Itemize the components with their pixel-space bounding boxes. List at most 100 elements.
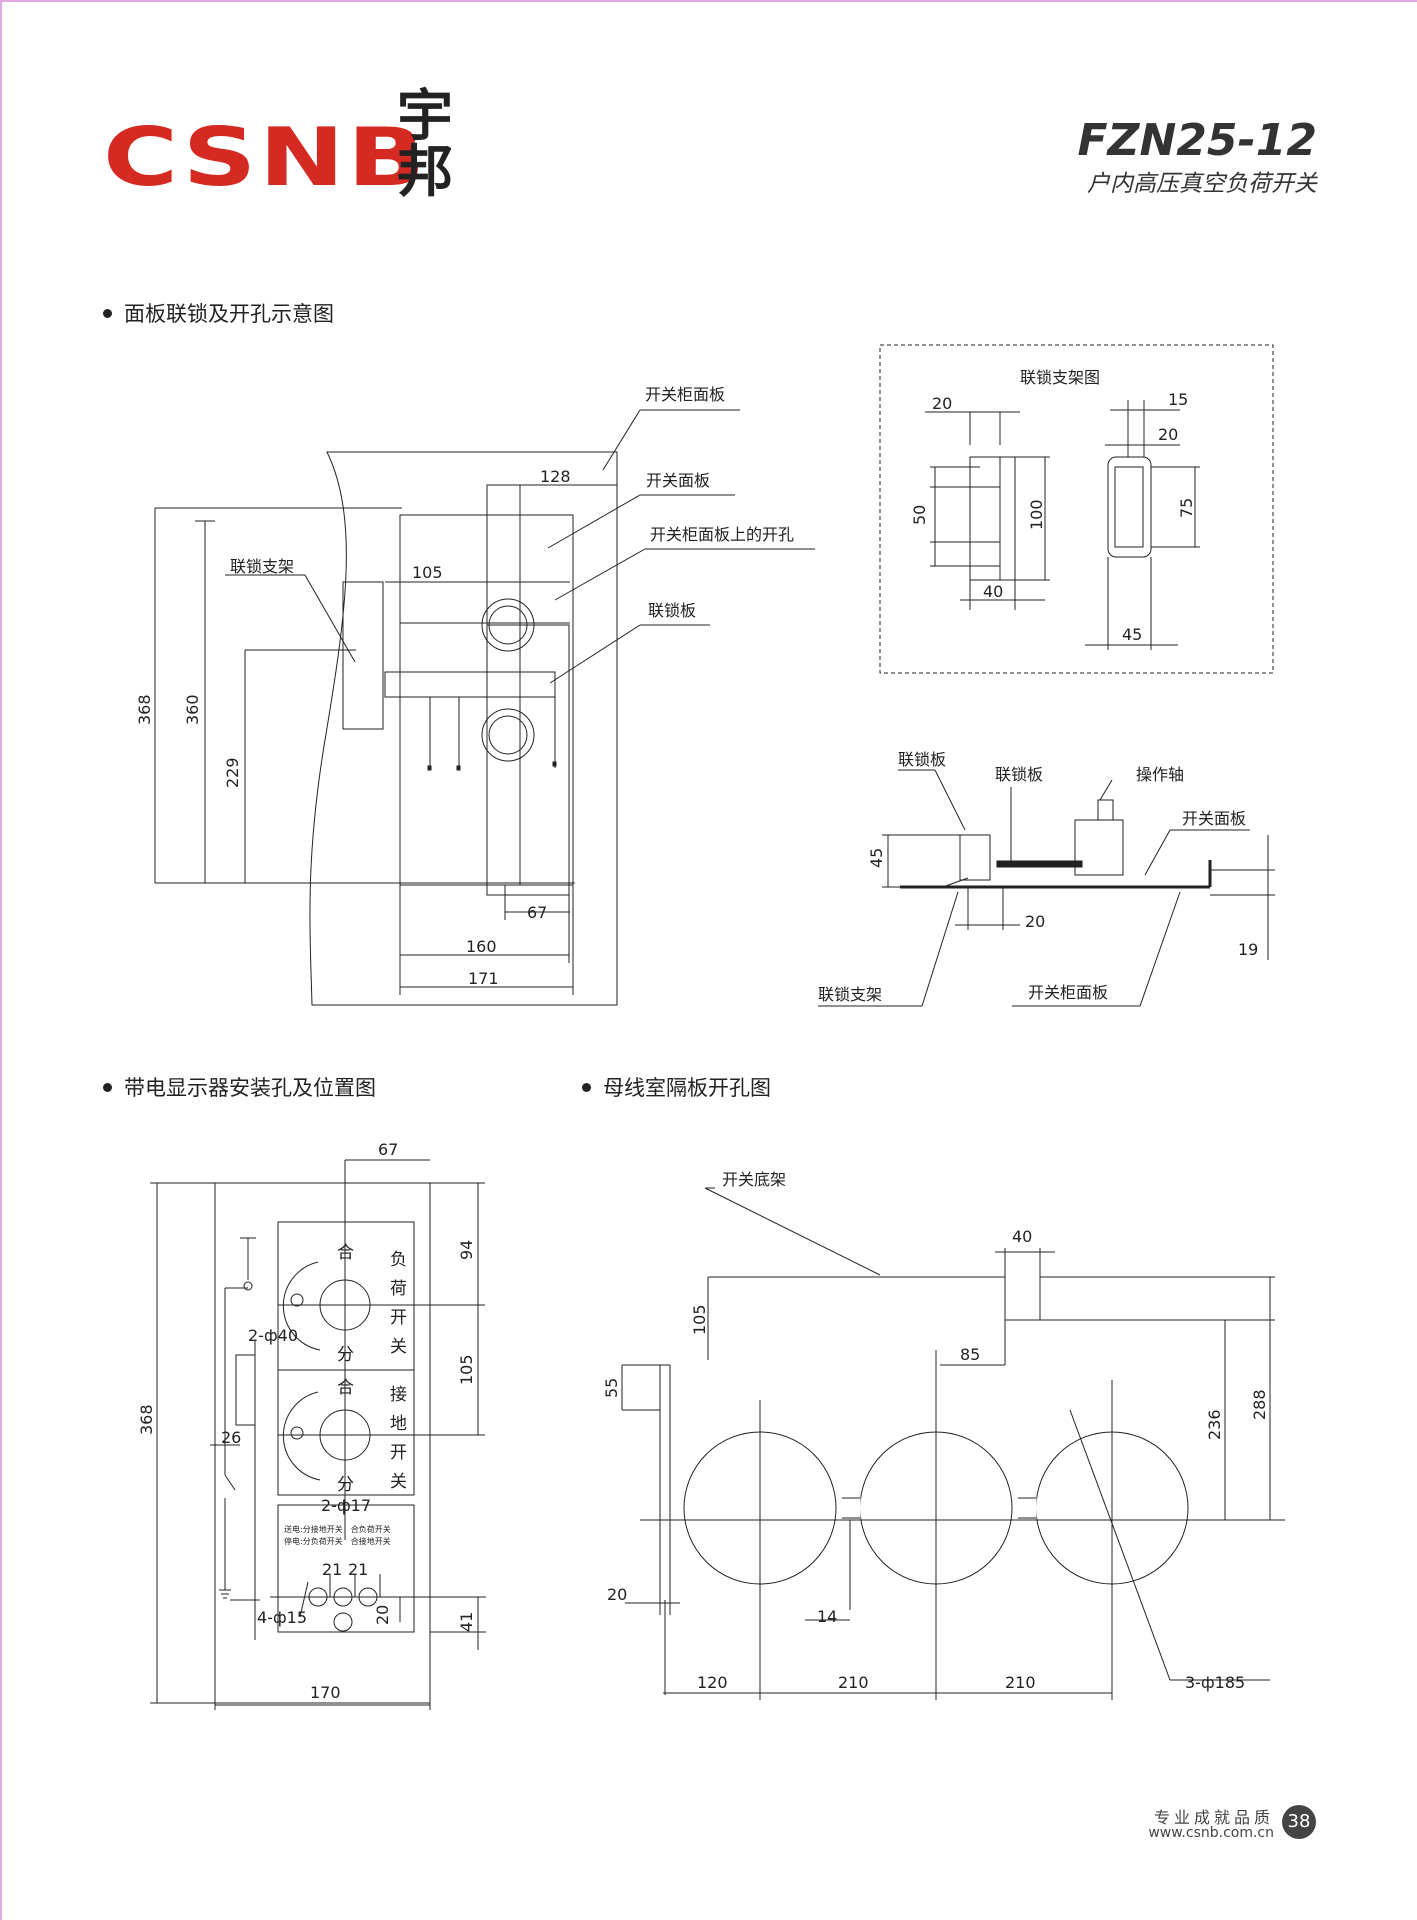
label-close-1: 合	[337, 1243, 354, 1263]
dim-ind-368: 368	[137, 1404, 156, 1435]
bullet-icon	[103, 308, 112, 318]
label-load-2: 荷	[390, 1279, 407, 1299]
footer-slogan: 专业成就品质	[1153, 1808, 1274, 1827]
section-title: 面板联锁及开孔示意图	[124, 302, 334, 326]
panel-interlock-drawing	[154, 409, 815, 1006]
dim-bus-210a: 210	[838, 1673, 869, 1692]
dim-bus-85: 85	[960, 1345, 980, 1364]
dim-20a: 20	[932, 394, 952, 413]
dim-229: 229	[223, 757, 242, 788]
bracket-detail-drawing	[879, 344, 1274, 674]
dim-171: 171	[468, 969, 499, 988]
dim-ind-21b: 21	[348, 1560, 368, 1579]
dim-bus-120: 120	[697, 1673, 728, 1692]
label-cabinet-hole: 开关柜面板上的开孔	[650, 525, 794, 544]
dim-100: 100	[1027, 499, 1046, 530]
dim-40: 40	[983, 582, 1003, 601]
dim-ind-41: 41	[457, 1612, 476, 1632]
dim-hole-185: 3-ф185	[1185, 1673, 1245, 1692]
dim-hole-17: 2-ф17	[321, 1496, 371, 1515]
dim-105: 105	[412, 563, 443, 582]
dim-bus-40: 40	[1012, 1227, 1032, 1246]
section-panel-interlock: 面板联锁及开孔示意图	[103, 298, 334, 328]
busbar-drawing	[621, 1187, 1285, 1700]
dim-ind-20: 20	[373, 1605, 392, 1625]
dim-75: 75	[1177, 498, 1196, 518]
label-side-switch-panel: 开关面板	[1182, 809, 1246, 828]
dim-360: 360	[183, 694, 202, 725]
detail-frame	[879, 344, 1274, 674]
dim-ind-94: 94	[457, 1240, 476, 1260]
side-view-drawing	[818, 769, 1275, 1007]
label-earth-4: 关	[390, 1472, 407, 1492]
dim-bus-14: 14	[817, 1607, 837, 1626]
dim-ind-21a: 21	[322, 1560, 342, 1579]
label-open-1: 分	[337, 1345, 354, 1365]
cabinet-panel-outline	[309, 451, 618, 1006]
section-title: 母线室隔板开孔图	[603, 1076, 771, 1100]
dim-bus-20: 20	[607, 1585, 627, 1604]
bullet-icon	[103, 1082, 112, 1092]
dim-ind-170: 170	[310, 1683, 341, 1702]
label-cabinet-panel: 开关柜面板	[645, 385, 725, 404]
brand-logo: CSNB	[103, 111, 428, 204]
label-load-4: 关	[390, 1337, 407, 1357]
brand-logo-chinese: 宇邦	[397, 83, 453, 205]
dim-15: 15	[1168, 390, 1188, 409]
interlock-plate-rect	[384, 671, 556, 698]
label-switch-base: 开关底架	[722, 1170, 786, 1189]
page-edge-top	[0, 0, 1417, 2]
dim-45: 45	[1122, 625, 1142, 644]
label-earth-2: 地	[390, 1414, 407, 1434]
label-load-3: 开	[390, 1308, 407, 1328]
bracket-detail-title: 联锁支架图	[1020, 368, 1100, 387]
dim-368: 368	[135, 694, 154, 725]
note-power-on: 送电:分接地开关 合负荷开关	[284, 1524, 391, 1534]
footer-url: www.csnb.com.cn	[1148, 1825, 1274, 1841]
dim-50: 50	[910, 505, 929, 525]
label-side-cabinet-panel: 开关柜面板	[1028, 983, 1108, 1002]
dim-ind-26: 26	[221, 1428, 241, 1447]
note-power-off: 停电:分负荷开关 合接地开关	[284, 1536, 391, 1546]
dim-67: 67	[527, 903, 547, 922]
label-close-2: 合	[337, 1378, 354, 1398]
dim-160: 160	[466, 937, 497, 956]
indicator-drawing	[150, 1159, 486, 1710]
dim-side-19: 19	[1238, 940, 1258, 959]
dim-bus-55: 55	[602, 1378, 621, 1398]
dim-ind-105: 105	[457, 1354, 476, 1385]
label-open-2: 分	[337, 1475, 354, 1495]
label-interlock-plate: 联锁板	[648, 601, 696, 620]
dim-side-20: 20	[1025, 912, 1045, 931]
dim-hole-15: 4-ф15	[257, 1608, 307, 1627]
dim-20b: 20	[1158, 425, 1178, 444]
page-edge-left	[0, 0, 2, 1920]
label-load-1: 负	[390, 1250, 407, 1270]
label-switch-panel: 开关面板	[646, 471, 710, 490]
bracket-rect	[342, 581, 384, 730]
label-earth-1: 接	[390, 1385, 407, 1405]
dim-hole-40: 2-ф40	[248, 1326, 298, 1345]
product-model: FZN25-12	[1077, 115, 1317, 166]
section-busbar: 母线室隔板开孔图	[582, 1072, 771, 1102]
product-subtitle: 户内高压真空负荷开关	[1087, 171, 1317, 197]
dim-ind-67: 67	[378, 1140, 398, 1159]
dim-bus-105: 105	[690, 1304, 709, 1335]
label-interlock-plate-a: 联锁板	[898, 750, 946, 769]
dim-128: 128	[540, 467, 571, 486]
bullet-icon	[582, 1082, 591, 1092]
dim-bus-288: 288	[1250, 1389, 1269, 1420]
label-operating-shaft: 操作轴	[1136, 765, 1184, 784]
page-number: 38	[1282, 1805, 1316, 1839]
label-side-bracket: 联锁支架	[818, 985, 882, 1004]
dim-bus-210b: 210	[1005, 1673, 1036, 1692]
section-title: 带电显示器安装孔及位置图	[124, 1076, 376, 1100]
label-interlock-bracket: 联锁支架	[230, 557, 294, 576]
label-interlock-plate-b: 联锁板	[995, 765, 1043, 784]
section-indicator: 带电显示器安装孔及位置图	[103, 1072, 376, 1102]
label-earth-3: 开	[390, 1443, 407, 1463]
dim-side-45: 45	[867, 848, 886, 868]
indicator-panel-outline	[214, 1182, 431, 1704]
dim-bus-236: 236	[1205, 1409, 1224, 1440]
